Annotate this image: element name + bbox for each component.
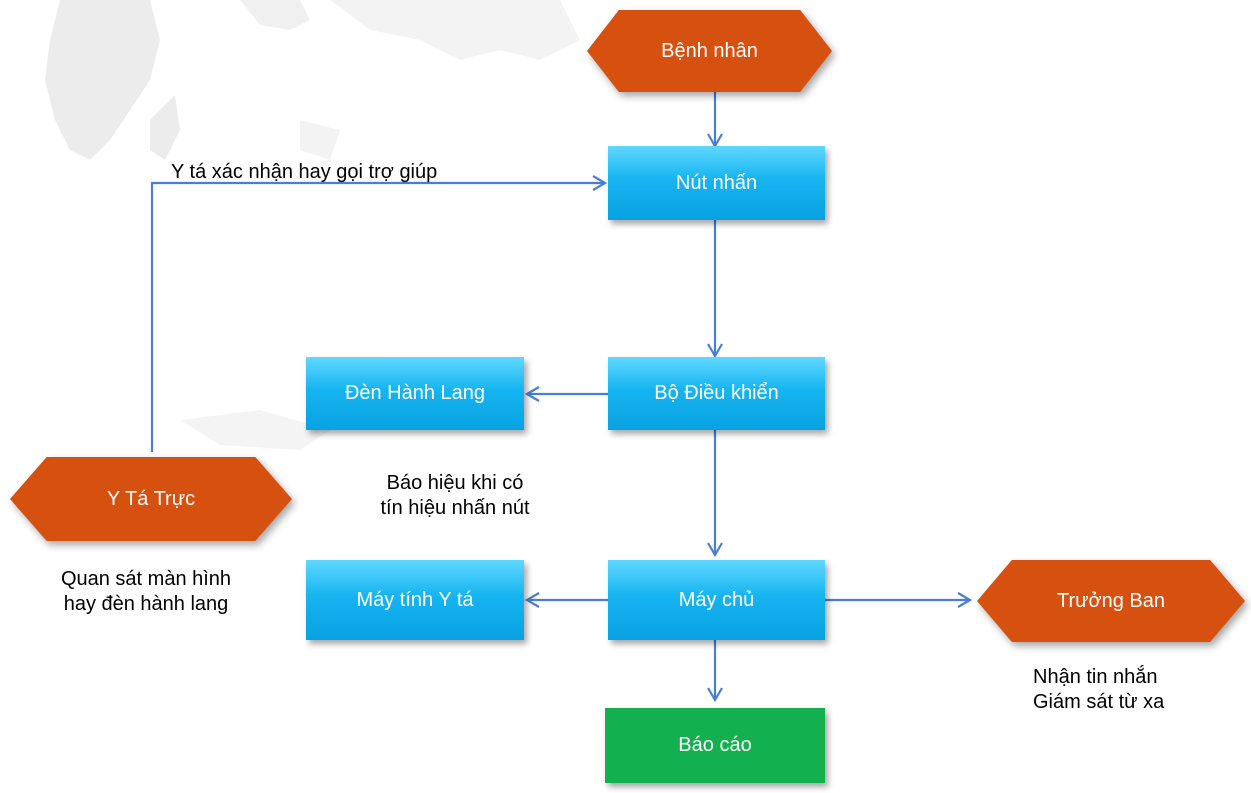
annotation-feedback: Y tá xác nhận hay gọi trợ giúp (171, 161, 438, 183)
node-y-ta-truc: Y Tá Trực (10, 457, 292, 541)
annotation-signal-line1: Báo hiệu khi có (386, 472, 524, 494)
node-bao-cao: Báo cáo (605, 708, 825, 783)
annotation-observe-line2: hay đèn hành lang (63, 593, 229, 615)
node-truong-ban-wrap: Trưởng Ban (977, 560, 1245, 642)
node-nut-nhan: Nút nhấn (608, 146, 825, 220)
node-benh-nhan: Bệnh nhân (587, 10, 832, 92)
node-may-tinh-y-ta: Máy tính Y tá (306, 560, 524, 640)
node-truong-ban-label: Trưởng Ban (1056, 589, 1166, 612)
arrow-y-ta-truc-to-nut-nhan (150, 175, 608, 452)
node-bao-cao-label: Báo cáo (678, 734, 752, 756)
node-y-ta-truc-label: Y Tá Trực (106, 487, 196, 510)
node-nut-nhan-label: Nút nhấn (675, 171, 758, 194)
annotation-receive-line1: Nhận tin nhắn (1033, 666, 1158, 688)
node-bo-dieu-khien-label: Bộ Điều khiển (654, 382, 779, 404)
node-may-chu: Máy chủ (608, 560, 825, 640)
node-may-chu-label: Máy chủ (678, 588, 755, 611)
node-benh-nhan-label: Bệnh nhân (661, 39, 758, 62)
annotation-signal-line2: tín hiệu nhấn nút (380, 497, 530, 519)
node-benh-nhan-wrap: Bệnh nhân (587, 10, 832, 92)
node-truong-ban: Trưởng Ban (977, 560, 1245, 642)
node-y-ta-truc-wrap: Y Tá Trực (10, 457, 292, 541)
node-den-hanh-lang-label: Đèn Hành Lang (344, 382, 486, 404)
annotation-signal: Báo hiệu khi có tín hiệu nhấn nút (340, 471, 570, 521)
node-den-hanh-lang: Đèn Hành Lang (306, 357, 524, 430)
node-bo-dieu-khien: Bộ Điều khiển (608, 357, 825, 430)
annotation-observe-line1: Quan sát màn hình (60, 568, 232, 590)
node-may-tinh-y-ta-label: Máy tính Y tá (356, 588, 474, 611)
annotation-observe: Quan sát màn hình hay đèn hành lang (26, 567, 266, 617)
annotation-receive: Nhận tin nhắn Giám sát từ xa (1033, 665, 1164, 715)
annotation-receive-line2: Giám sát từ xa (1033, 691, 1165, 713)
